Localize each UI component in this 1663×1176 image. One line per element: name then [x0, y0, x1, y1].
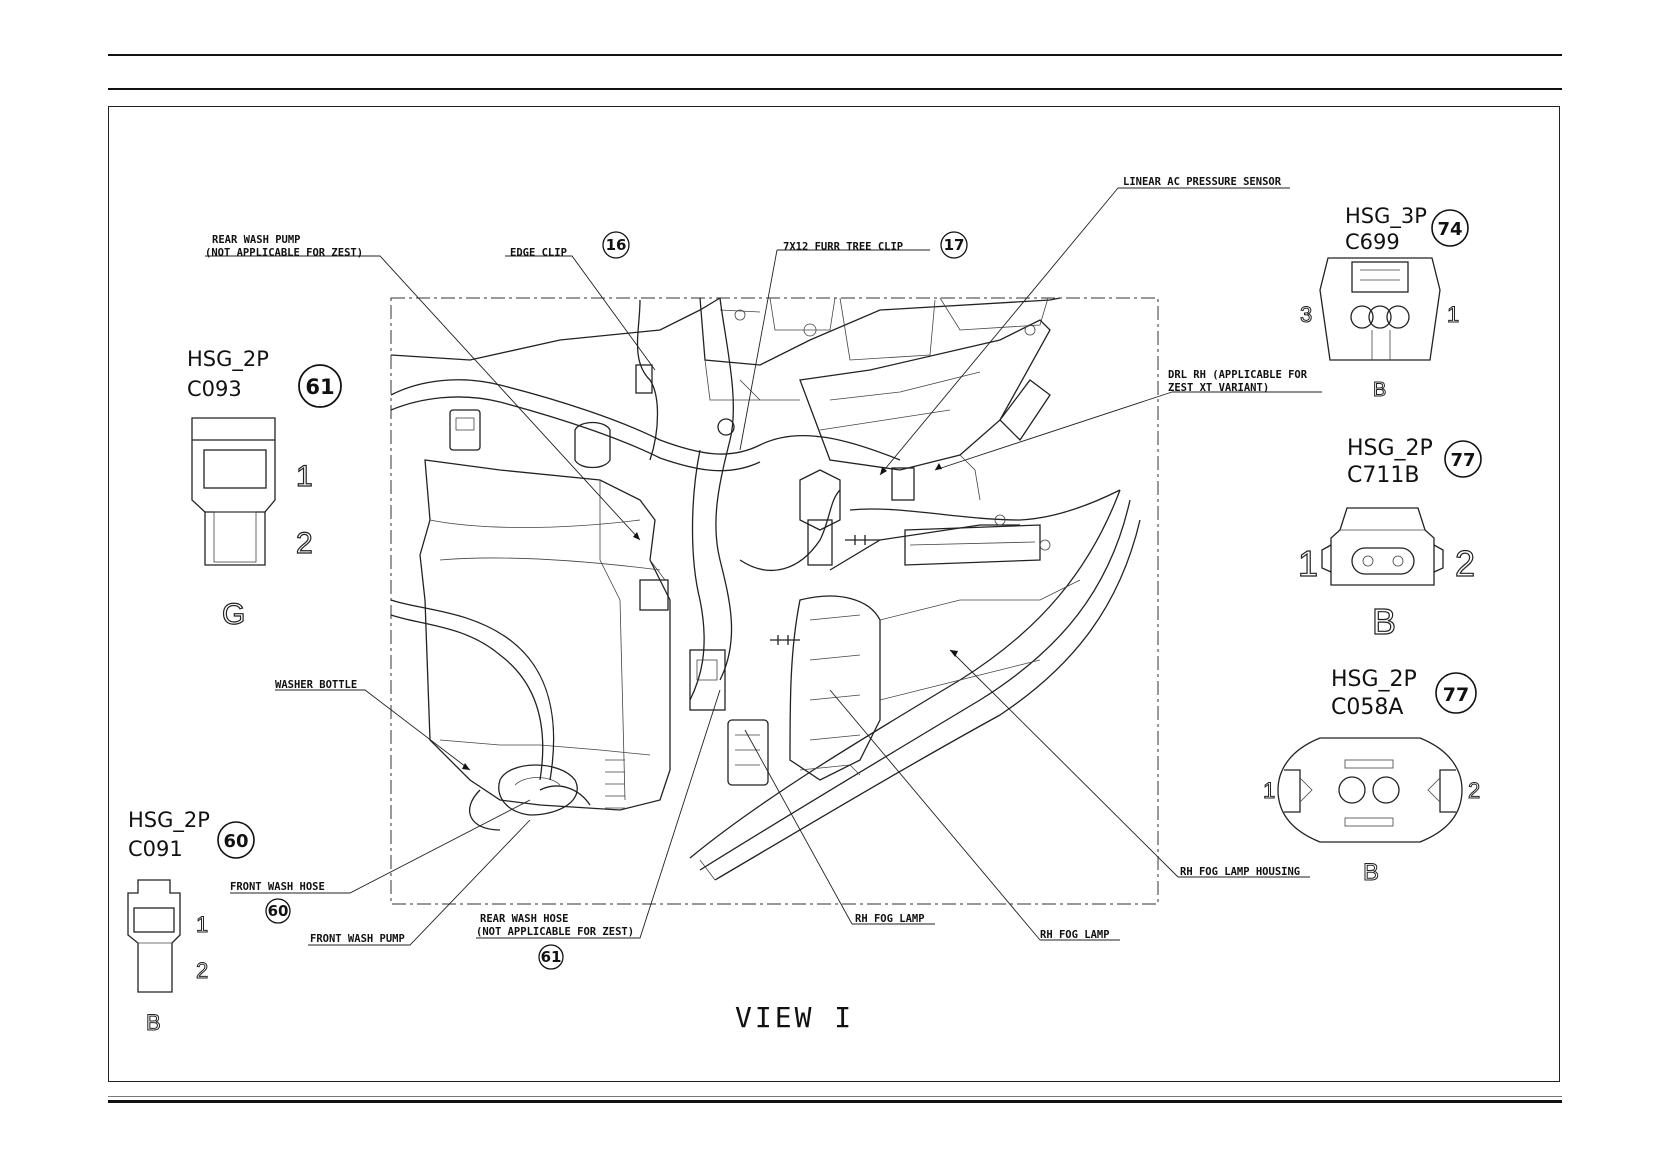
connector-c699-num: 74: [1437, 219, 1462, 240]
callout-circle-16: [602, 231, 630, 259]
connector-c711b-num-circle: [1444, 440, 1482, 478]
callout-num-60: 60: [268, 902, 289, 920]
washer-bottle-body: [419, 421, 671, 816]
connector-c699-pin-left: 3: [1300, 302, 1312, 327]
callout-circle-60: [265, 898, 291, 924]
connector-c058a-num: 77: [1443, 684, 1469, 706]
label-washer-bottle: WASHER BOTTLE: [275, 679, 357, 691]
leader-lines: [205, 187, 1322, 946]
connector-c058a-num-circle: [1435, 672, 1477, 714]
callout-labels: REAR WASH PUMP (NOT APPLICABLE FOR ZEST)…: [205, 176, 1308, 1034]
connector-c091-pin2: 2: [196, 958, 208, 983]
connector-c093-pin1: 1: [296, 460, 313, 493]
footer-rule-thick: [108, 1100, 1562, 1103]
connector-c058a-pin-right: 2: [1468, 778, 1480, 803]
label-rear-wash-pump: REAR WASH PUMP: [212, 234, 301, 246]
connector-c711b-num: 77: [1450, 450, 1475, 471]
connector-c091-code: C091: [128, 837, 183, 861]
label-rear-wash-pump-note: (NOT APPLICABLE FOR ZEST): [205, 247, 363, 259]
connector-c091-type: HSG_2P: [128, 808, 210, 833]
connector-c093-code: C093: [187, 377, 242, 401]
connector-c699-body: [1319, 257, 1441, 361]
label-linear-ac-pressure-sensor: LINEAR AC PRESSURE SENSOR: [1123, 176, 1282, 188]
label-rear-wash-hose-note: (NOT APPLICABLE FOR ZEST): [476, 926, 634, 938]
connector-c058a-type: HSG_2P: [1331, 667, 1417, 692]
connector-c093: HSG_2P C093 61 1 2 G: [187, 347, 342, 632]
connector-c699-pin-right: 1: [1447, 302, 1459, 327]
connector-c699-type: HSG_3P: [1345, 204, 1427, 229]
connector-c699-num-circle: [1431, 209, 1469, 247]
fog-lamp-assembly: [689, 489, 1141, 881]
connector-c711b-type: HSG_2P: [1347, 436, 1433, 461]
callout-num-17: 17: [944, 236, 965, 254]
detail-view-border: [390, 297, 1159, 905]
detail-view: [390, 297, 1159, 905]
connector-c058a-body: [1277, 737, 1463, 843]
connector-c699: HSG_3P C699 74 3 1 B: [1300, 204, 1469, 402]
label-drl-rh: DRL RH (APPLICABLE FOR: [1168, 369, 1308, 381]
label-rear-wash-hose: REAR WASH HOSE: [480, 913, 569, 925]
connector-c091-num: 60: [223, 831, 248, 852]
connector-c091-pin1: 1: [196, 912, 208, 937]
connector-c711b-body: [1330, 507, 1435, 586]
connector-c699-color: B: [1373, 379, 1386, 401]
connector-c699-code: C699: [1345, 230, 1400, 254]
connector-c091: HSG_2P C091 60 1 2 B: [127, 808, 255, 1036]
callout-num-16: 16: [606, 236, 627, 254]
connector-c058a: HSG_2P C058A 77 1 2 B: [1263, 667, 1481, 887]
connector-c093-pin2: 2: [296, 527, 313, 560]
connector-c093-color: G: [222, 598, 245, 631]
connector-c711b-code: C711B: [1347, 463, 1419, 488]
callout-num-61: 61: [541, 948, 562, 966]
connector-c711b-pin-left: 1: [1298, 543, 1318, 584]
label-front-wash-pump: FRONT WASH PUMP: [310, 933, 405, 945]
vehicle-structure: [390, 297, 1061, 501]
connector-c711b-pin-right: 2: [1455, 543, 1475, 584]
connector-c093-num-circle: [298, 364, 342, 408]
callout-circle-61: [538, 944, 564, 970]
header-rule-bottom: [108, 88, 1562, 90]
connector-c058a-code: C058A: [1331, 695, 1403, 720]
connector-c093-type: HSG_2P: [187, 347, 269, 372]
label-edge-clip: EDGE CLIP: [510, 247, 567, 259]
label-rh-fog-lamp-1: RH FOG LAMP: [855, 913, 925, 925]
connector-c711b: HSG_2P C711B 77 1 2 B: [1297, 436, 1482, 643]
connector-c058a-pin-left: 1: [1263, 778, 1275, 803]
connector-c093-num: 61: [305, 375, 334, 399]
connector-c058a-color: B: [1363, 859, 1379, 886]
connector-c091-color: B: [146, 1010, 161, 1035]
drawing-frame: [108, 106, 1560, 1082]
footer-rule-thin: [108, 1096, 1562, 1097]
label-front-wash-hose: FRONT WASH HOSE: [230, 881, 325, 893]
label-drl-rh-note: ZEST XT VARIANT): [1168, 382, 1269, 394]
label-furr-tree-clip: 7X12 FURR TREE CLIP: [783, 241, 903, 253]
label-rh-fog-lamp-housing: RH FOG LAMP HOUSING: [1180, 866, 1300, 878]
connector-c091-body: [127, 879, 181, 993]
connector-c091-num-circle: [217, 821, 255, 859]
label-rh-fog-lamp-2: RH FOG LAMP: [1040, 929, 1110, 941]
connector-c711b-color: B: [1372, 601, 1396, 642]
header-rule-top: [108, 54, 1562, 56]
view-title: VIEW I: [735, 1001, 854, 1034]
callout-circle-17: [940, 231, 968, 259]
connector-c093-body: [191, 417, 276, 566]
